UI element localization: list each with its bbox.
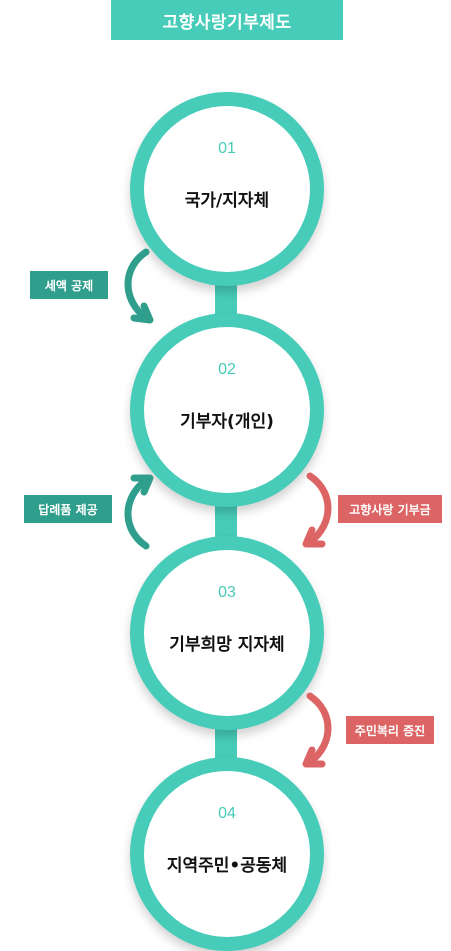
step-label: 지역주민•공동체 (166, 856, 288, 876)
step-label: 기부자(개인) (180, 412, 274, 432)
curved-arrow-down-left-icon (302, 472, 332, 548)
step-label: 국가/지자체 (184, 191, 270, 211)
flow-tag-tax-deduction: 세액 공제 (30, 271, 108, 299)
flow-tag-return-gift: 답례품 제공 (24, 495, 112, 523)
curved-arrow-down-right-icon (124, 248, 154, 324)
step-number: 01 (218, 140, 236, 157)
step-circle-1: 01 국가/지자체 (130, 92, 324, 286)
page-title: 고향사랑기부제도 (111, 0, 343, 40)
flow-tag-welfare: 주민복리 증진 (346, 716, 434, 744)
step-number: 03 (218, 584, 236, 601)
step-number: 02 (218, 361, 236, 378)
step-circle-2: 02 기부자(개인) (130, 313, 324, 507)
step-number: 04 (218, 805, 236, 822)
step-circle-4: 04 지역주민•공동체 (130, 757, 324, 951)
flow-tag-hometown-donation: 고향사랑 기부금 (338, 495, 442, 523)
curved-arrow-up-right-icon (124, 474, 154, 550)
curved-arrow-down-left-icon (302, 692, 332, 768)
step-label: 기부희망 지자체 (169, 635, 285, 655)
step-circle-3: 03 기부희망 지자체 (130, 536, 324, 730)
